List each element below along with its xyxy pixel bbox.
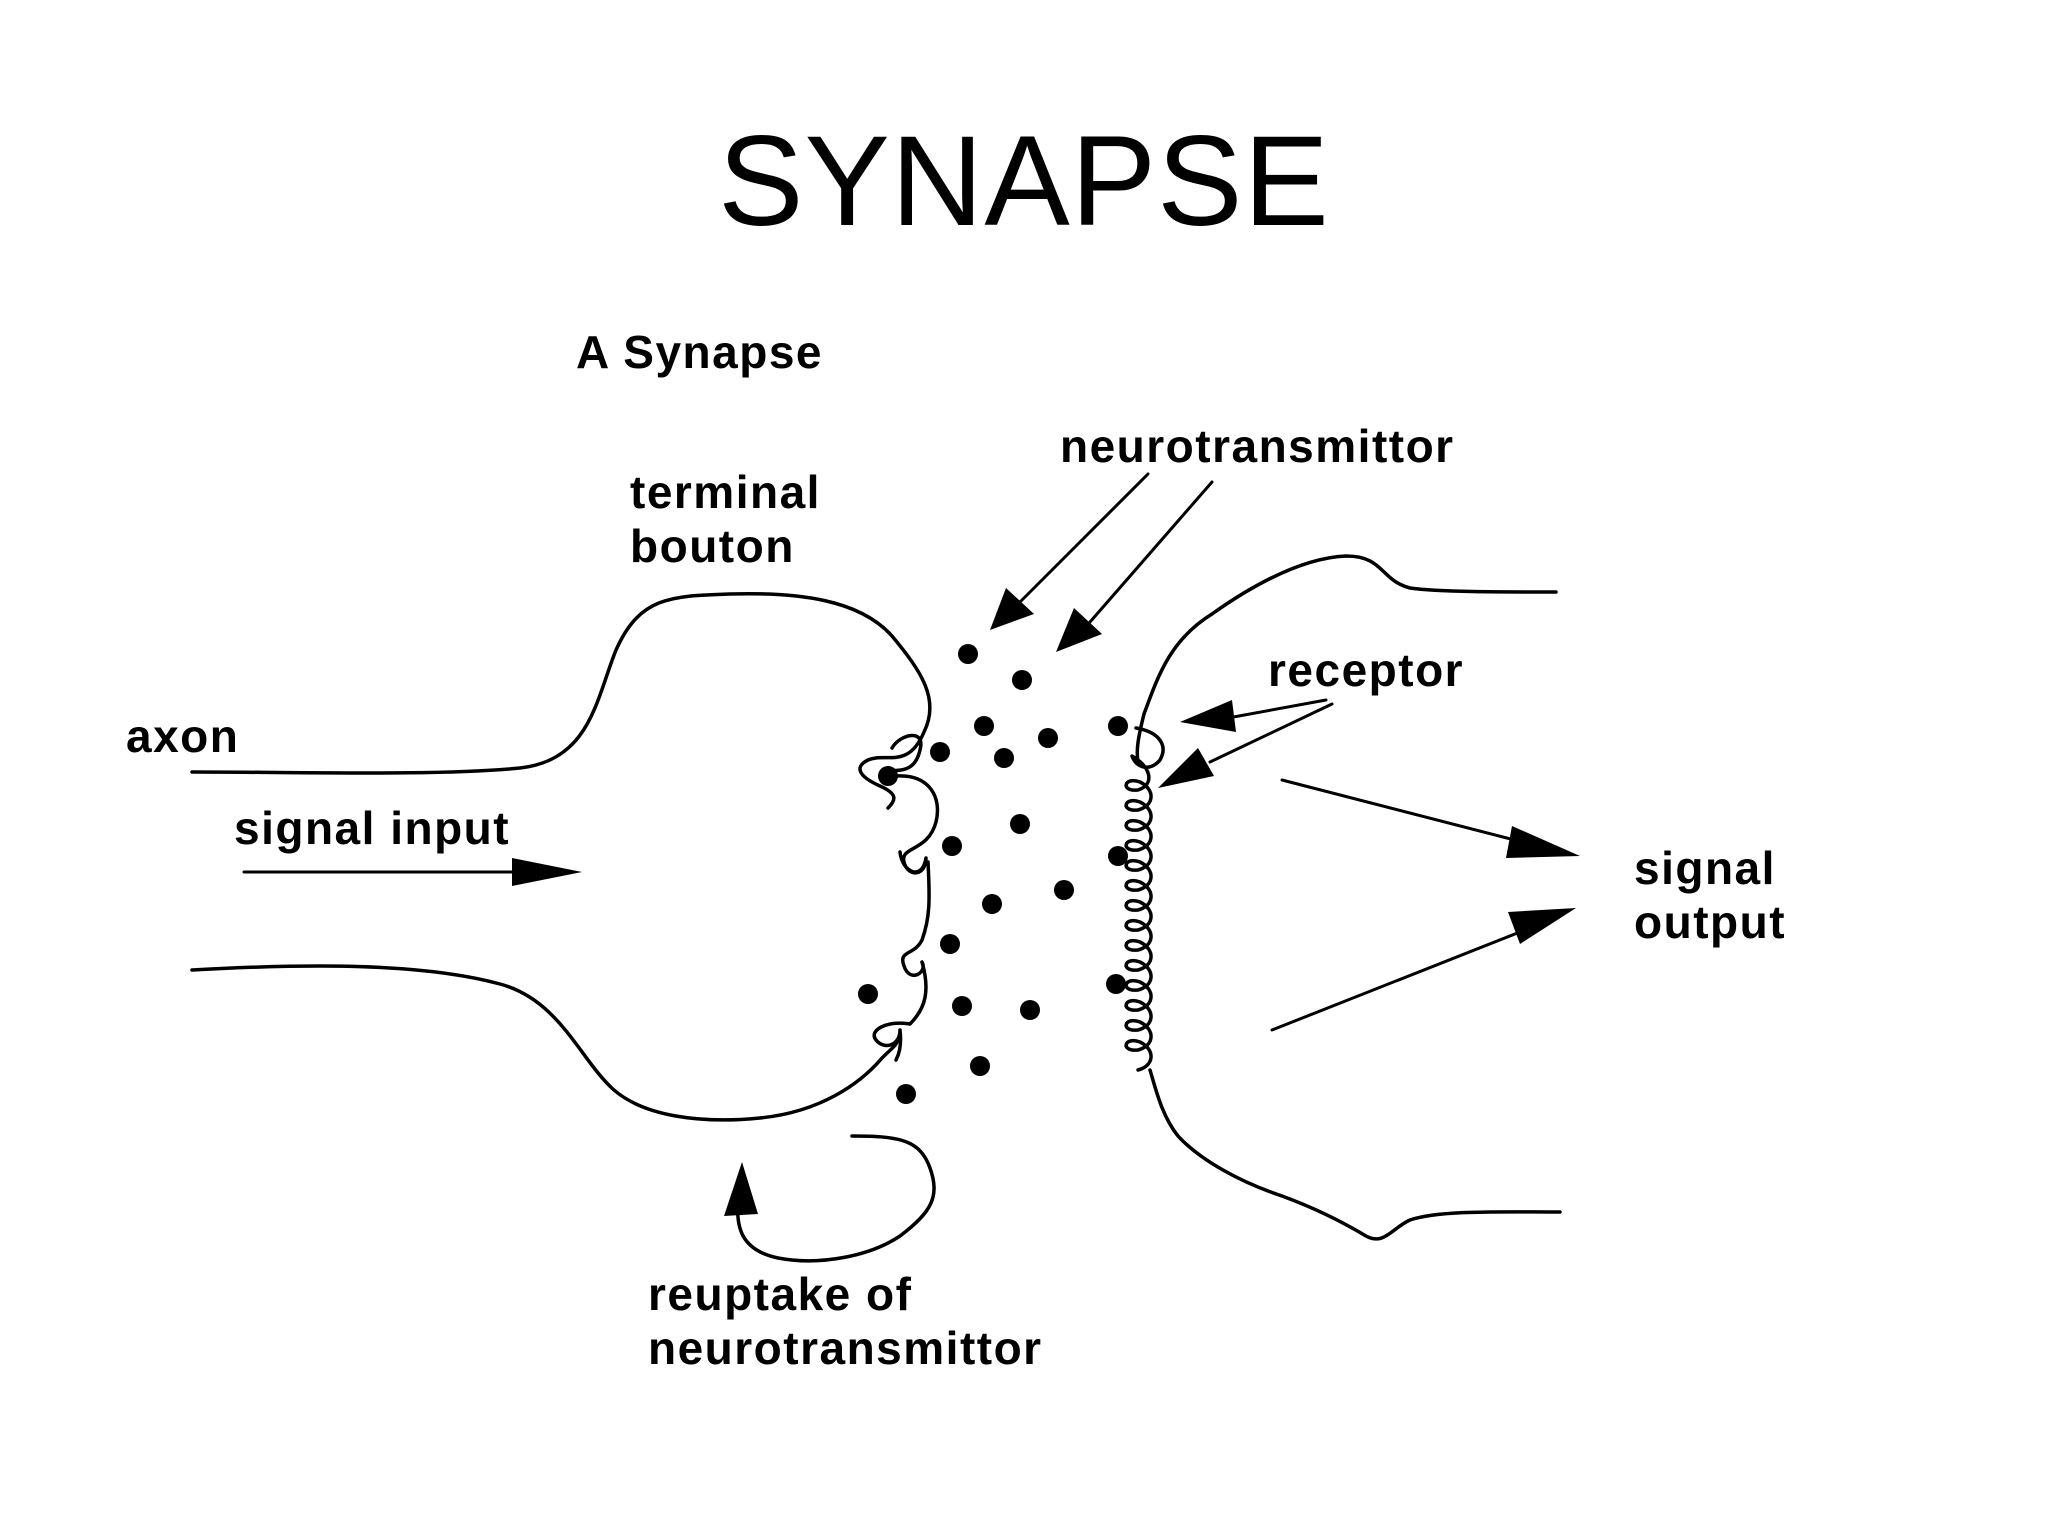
signal-output-arrow-1-head — [1506, 826, 1580, 858]
diagram-heading: A Synapse — [576, 326, 823, 378]
neurotransmitter-dot — [952, 996, 972, 1016]
neurotransmitter-dot — [896, 1084, 916, 1104]
receptor-arrow-2-shaft — [1208, 702, 1334, 764]
label-receptor: receptor — [1268, 644, 1464, 696]
neurotransmitter-dot — [1106, 974, 1126, 994]
neurotransmitter-dot — [1038, 728, 1058, 748]
label-signal-output-line2: output — [1634, 896, 1786, 948]
neurotransmittor-arrow-1-head — [990, 588, 1034, 630]
signal-output-arrow-1-shaft — [1280, 778, 1532, 846]
neurotransmitter-dot — [958, 644, 978, 664]
axon-upper-membrane — [190, 591, 932, 810]
postsynaptic-lower-membrane — [1148, 1068, 1562, 1241]
receptor-arrow-1-shaft — [1226, 698, 1328, 720]
label-neurotransmittor: neurotransmittor — [1060, 420, 1455, 472]
label-reuptake-line1: reuptake of — [648, 1268, 912, 1320]
neurotransmitter-dot — [994, 748, 1014, 768]
neurotransmittor-arrow-2-shaft — [1088, 480, 1214, 624]
label-bouton: bouton — [630, 520, 795, 572]
neurotransmitter-dot — [1020, 1000, 1040, 1020]
receptor-coil — [1124, 726, 1165, 1072]
slide-title: SYNAPSE — [718, 110, 1330, 253]
neurotransmitter-dot — [940, 934, 960, 954]
receptor-arrow-1-head — [1180, 700, 1236, 732]
neurotransmitter-dot — [1108, 716, 1128, 736]
neurotransmitter-molecules — [858, 644, 1128, 1104]
neurotransmitter-dot — [970, 1056, 990, 1076]
neurotransmitter-dot — [1010, 814, 1030, 834]
label-signal-input: signal input — [234, 802, 510, 854]
signal-output-arrow-2-head — [1508, 908, 1576, 944]
receptor-arrow-2-head — [1158, 748, 1214, 788]
neurotransmitter-dot — [974, 716, 994, 736]
signal-input-arrow-head — [512, 858, 582, 886]
postsynaptic-upper-membrane — [1135, 554, 1558, 764]
label-signal-output-line1: signal — [1634, 842, 1776, 894]
neurotransmitter-dot — [930, 742, 950, 762]
neurotransmitter-dot — [1054, 880, 1074, 900]
neurotransmitter-dot — [858, 984, 878, 1004]
neurotransmittor-arrow-1-shaft — [1016, 472, 1150, 606]
presynaptic-membrane — [872, 733, 940, 1062]
label-axon: axon — [126, 710, 239, 762]
neurotransmitter-dot — [1012, 670, 1032, 690]
reuptake-arrowhead — [724, 1162, 758, 1216]
signal-output-arrow-2-shaft — [1270, 926, 1532, 1032]
neurotransmitter-dot — [878, 766, 898, 786]
reuptake-loop — [735, 1134, 936, 1263]
neurotransmitter-dot — [942, 836, 962, 856]
axon-lower-membrane — [190, 964, 900, 1122]
neurotransmitter-dot — [982, 894, 1002, 914]
label-reuptake-line2: neurotransmittor — [648, 1322, 1043, 1374]
neurotransmitter-dot — [1108, 846, 1128, 866]
neurotransmittor-arrow-2-head — [1056, 608, 1102, 652]
label-terminal: terminal — [630, 466, 821, 518]
